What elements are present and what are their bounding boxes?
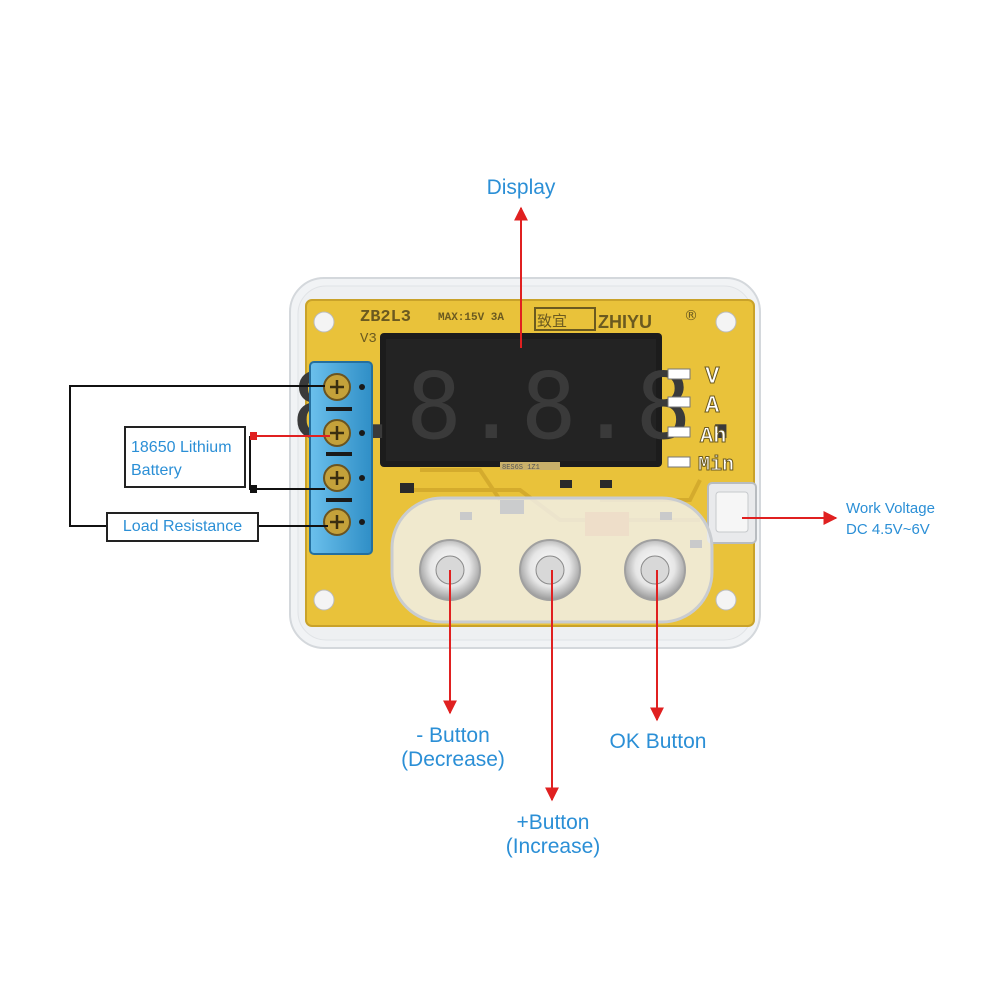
board-model: ZB2L3 xyxy=(360,308,411,327)
ok-button[interactable] xyxy=(624,539,686,601)
label-minus-button: - Button (Decrease) xyxy=(378,724,528,772)
label-display: Display xyxy=(486,176,556,199)
board-rating: MAX:15V 3A xyxy=(438,312,504,324)
chip-text: 8ES6S 1Z1 xyxy=(502,464,540,472)
registered-mark: ® xyxy=(684,308,698,324)
label-load-box: Load Resistance xyxy=(106,512,259,542)
brand-chinese: 致宜 xyxy=(537,312,567,330)
label-work-voltage: Work Voltage DC 4.5V~6V xyxy=(846,498,935,540)
label-work-voltage-line2: DC 4.5V~6V xyxy=(846,521,930,538)
indicator-min: Min xyxy=(698,454,734,477)
plus-button[interactable] xyxy=(519,539,581,601)
label-minus-line1: - Button xyxy=(416,724,490,747)
label-work-voltage-line1: Work Voltage xyxy=(846,500,935,517)
brand-name: ZHIYU xyxy=(598,312,652,332)
terminal-block xyxy=(309,361,373,555)
label-plus-line1: +Button xyxy=(516,811,590,834)
label-plus-line2: (Increase) xyxy=(505,835,601,859)
label-plus-button: +Button (Increase) xyxy=(478,811,628,859)
label-battery-line1: 18650 Lithium xyxy=(131,439,232,456)
indicator-ah: Ah xyxy=(700,424,726,449)
callout-arrows xyxy=(443,206,838,802)
label-ok-button: OK Button xyxy=(609,730,707,753)
indicator-v: V xyxy=(705,364,720,391)
label-battery-line2: Battery xyxy=(131,462,182,479)
micro-usb-port xyxy=(707,482,757,544)
label-minus-line2: (Decrease) xyxy=(401,748,505,772)
indicator-a: A xyxy=(705,393,720,420)
label-battery-box: 18650 Lithium Battery xyxy=(124,426,246,488)
label-load: Load Resistance xyxy=(122,518,243,535)
unit-indicators: V A Ah Min xyxy=(667,364,735,478)
